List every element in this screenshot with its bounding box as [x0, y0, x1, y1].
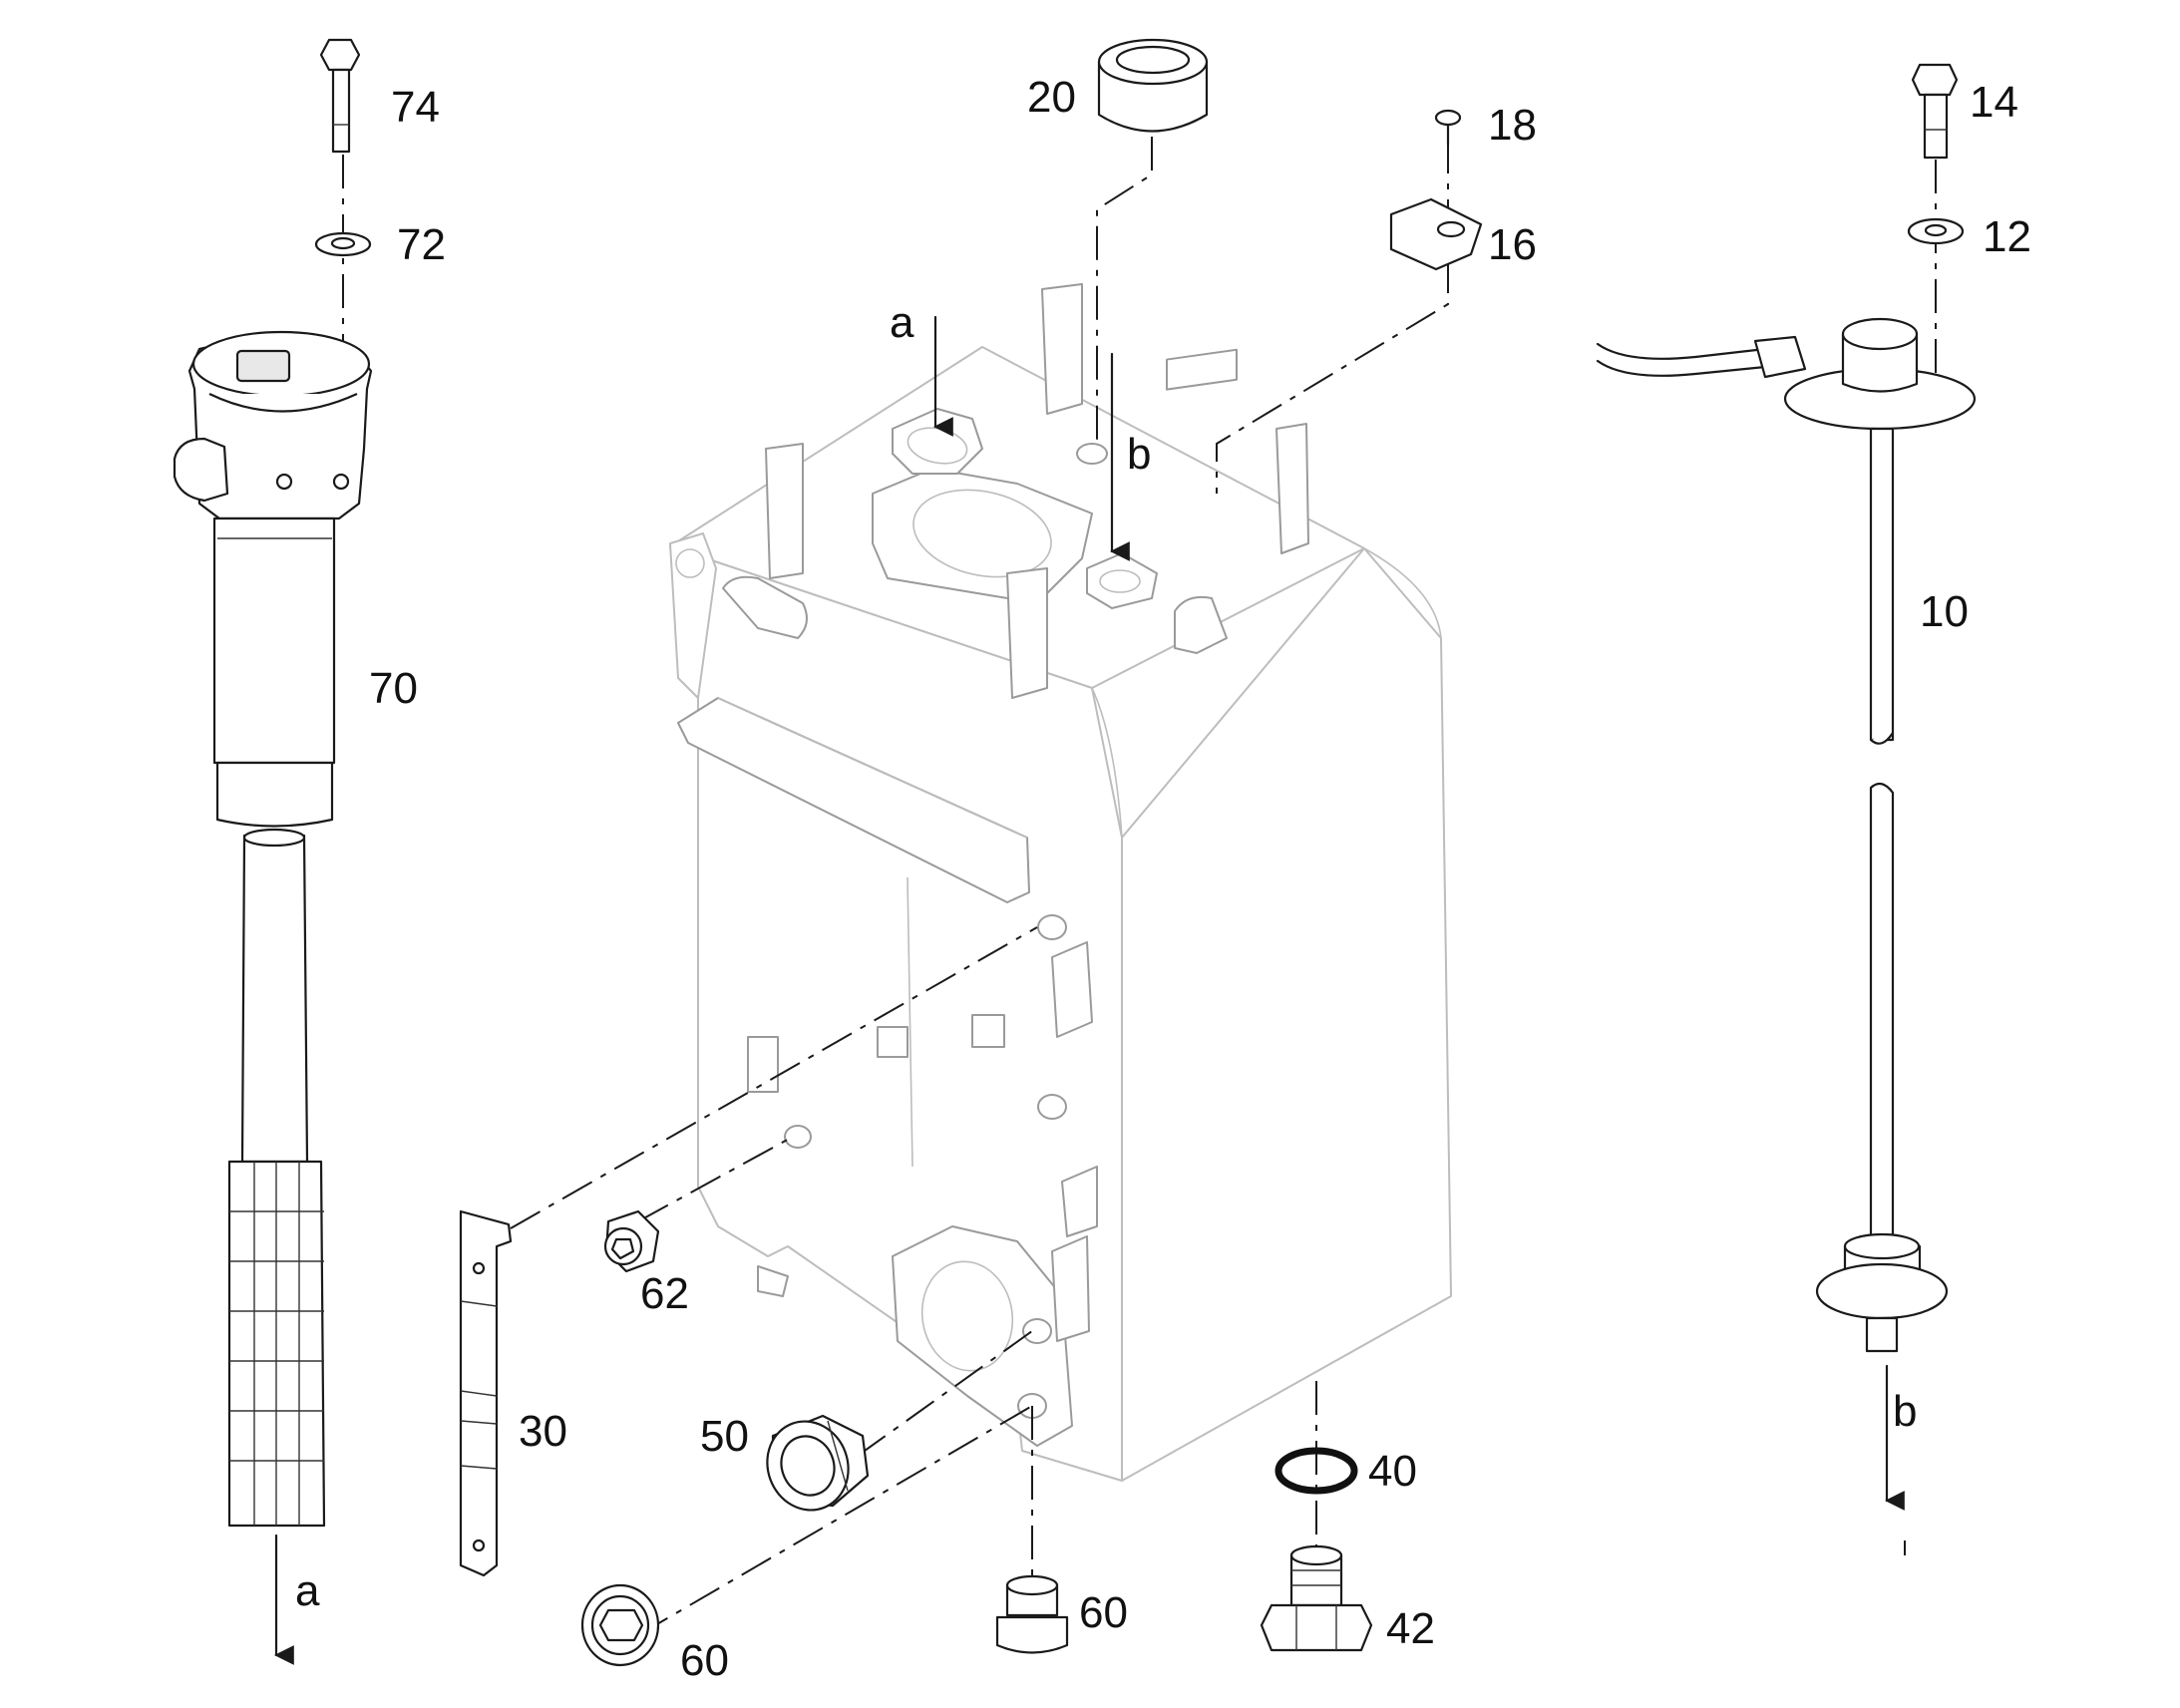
- part-12-washer: [1907, 217, 1965, 245]
- callout-30: 30: [519, 1407, 567, 1456]
- callout-10: 10: [1920, 587, 1969, 636]
- part-60-plug-bottom: [995, 1574, 1069, 1654]
- part-14-bolt: [1911, 63, 1959, 160]
- part-10-level-sensor: [1596, 317, 1977, 1353]
- part-62-plug: [603, 1209, 660, 1273]
- flow-label-b-bottom: b: [1893, 1387, 1917, 1436]
- part-60-plug-left: [580, 1583, 660, 1667]
- callout-50: 50: [700, 1412, 749, 1461]
- part-40-o-ring: [1274, 1447, 1358, 1495]
- callout-16: 16: [1488, 220, 1537, 269]
- callout-74: 74: [391, 83, 440, 132]
- callout-72: 72: [397, 220, 446, 269]
- part-50-fitting: [766, 1414, 870, 1512]
- part-18-screw: [1434, 109, 1462, 147]
- flow-letters: a b a b: [295, 298, 1917, 1615]
- part-70-return-filter: [173, 330, 373, 1528]
- callout-42: 42: [1386, 1604, 1435, 1653]
- callout-numbers: 74 72 70 20 18 16 14 12 10 30 62 50 60 6…: [369, 73, 2031, 1685]
- part-20-cap: [1097, 38, 1209, 133]
- part-72-washer: [314, 231, 372, 257]
- part-74-bolt: [319, 38, 361, 154]
- callout-60-left: 60: [680, 1636, 729, 1685]
- callout-62: 62: [640, 1269, 689, 1318]
- flow-arrows: [274, 315, 1905, 1665]
- flow-label-b-top: b: [1127, 430, 1151, 479]
- callout-40: 40: [1368, 1447, 1417, 1496]
- part-30-sight-glass: [459, 1209, 513, 1577]
- flow-label-a-top: a: [890, 298, 914, 347]
- part-16-clip: [1389, 197, 1483, 271]
- callout-70: 70: [369, 664, 418, 713]
- callout-12: 12: [1983, 212, 2031, 261]
- callout-60-bottom: 60: [1079, 1588, 1128, 1637]
- callout-20: 20: [1027, 73, 1076, 122]
- callout-18: 18: [1488, 101, 1537, 150]
- hydraulic-tank: [669, 283, 1452, 1482]
- flow-label-a-bottom: a: [295, 1566, 320, 1615]
- callout-14: 14: [1970, 78, 2018, 127]
- part-42-drain-plug: [1260, 1544, 1373, 1652]
